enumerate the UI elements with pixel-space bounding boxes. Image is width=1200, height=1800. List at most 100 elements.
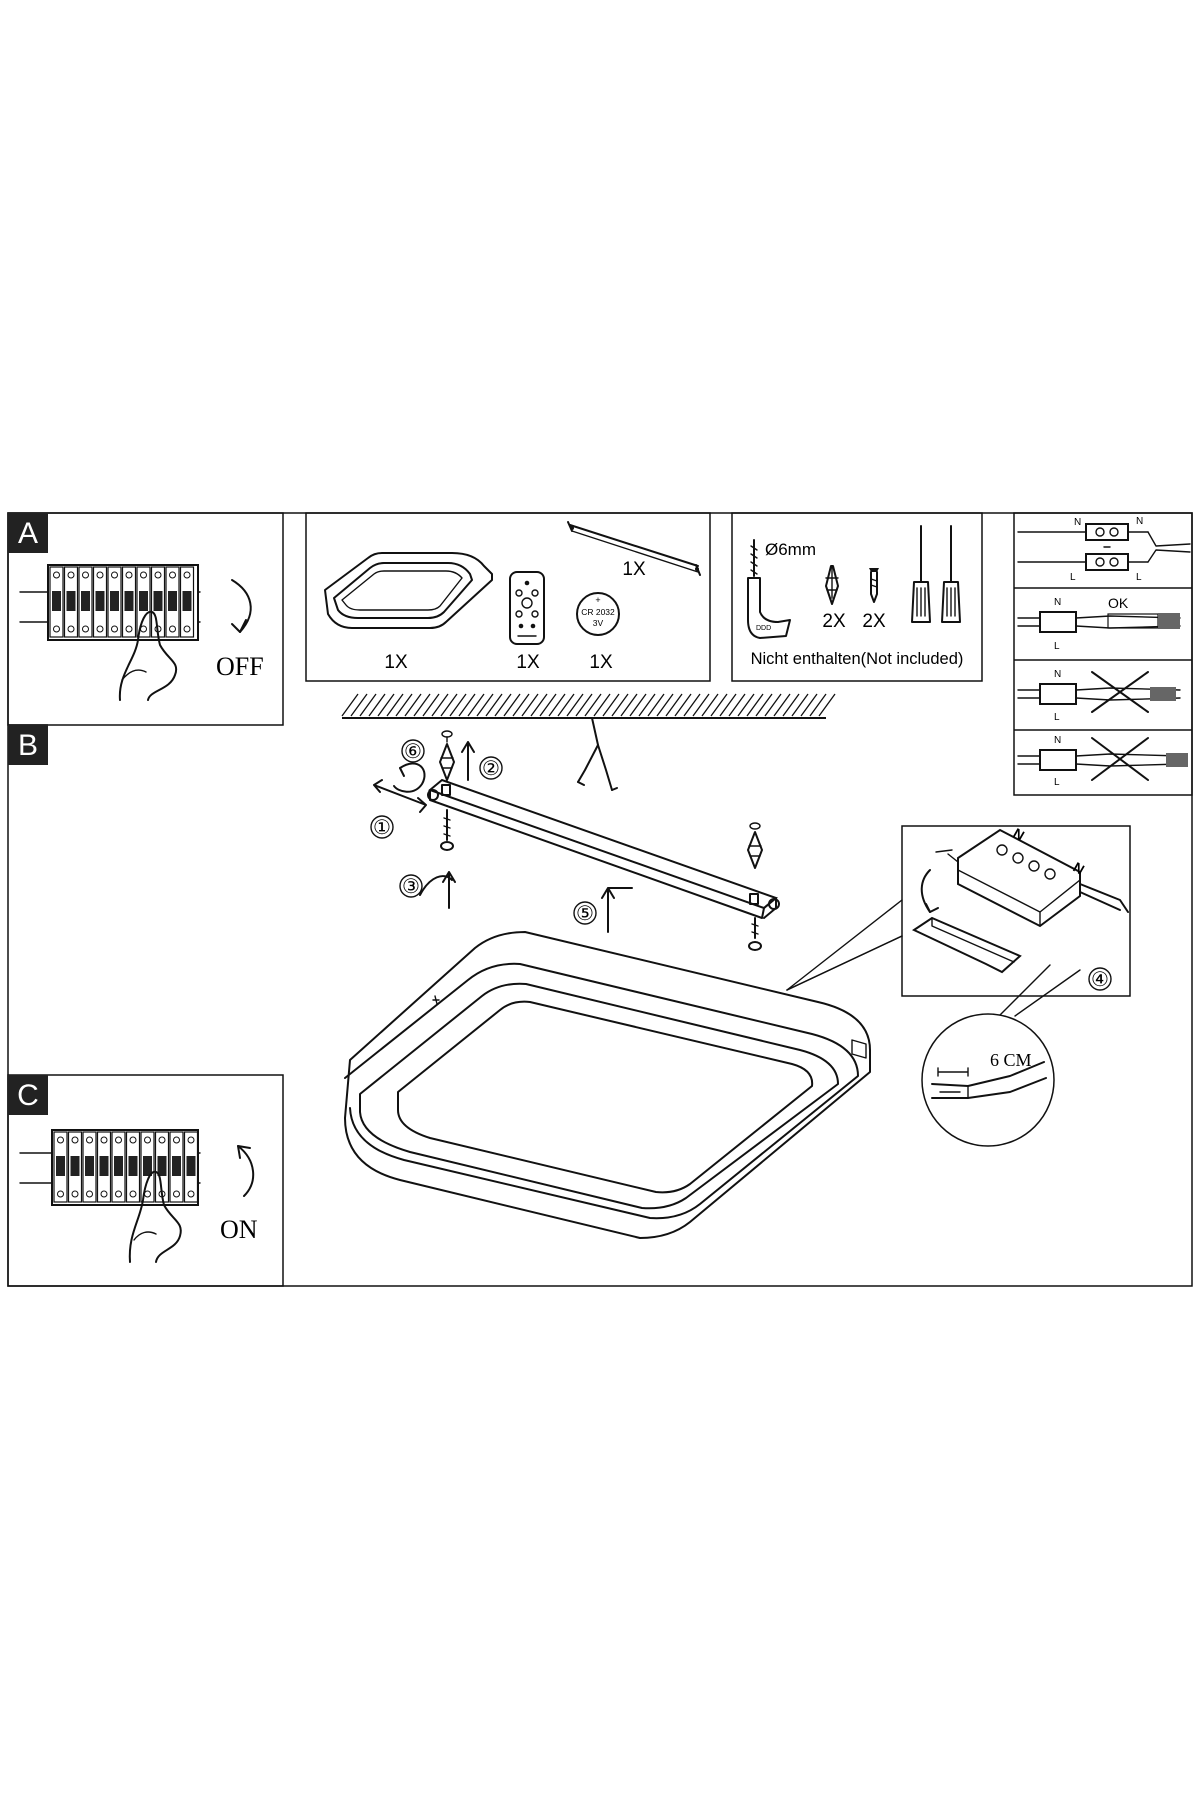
wrong2-l-label: L bbox=[1054, 777, 1060, 788]
correct-l-label: L bbox=[1054, 641, 1060, 652]
lift-arrow-icon bbox=[601, 887, 633, 933]
wall-dowel-right bbox=[747, 822, 763, 869]
wiring-check-column: N N L L N L OK N L bbox=[1013, 512, 1193, 796]
ceiling-lamp bbox=[344, 931, 871, 1239]
screwdriver-flat-icon bbox=[911, 525, 931, 623]
rotate-arrow-icon bbox=[393, 762, 426, 793]
panel-b: B bbox=[8, 724, 48, 765]
ceiling-lamp-icon bbox=[324, 552, 493, 629]
circuit-breaker-icon bbox=[92, 566, 108, 638]
circuit-breaker-icon bbox=[53, 1131, 68, 1203]
mains-cable-icon bbox=[577, 717, 618, 791]
circuit-breaker-icon bbox=[111, 1131, 126, 1203]
circuit-breaker-icon bbox=[179, 566, 195, 638]
svg-text:+: + bbox=[595, 595, 600, 605]
hand-icon bbox=[128, 1170, 182, 1263]
step-markers: ① ② ③ ④ ⑤ ⑥ bbox=[370, 739, 1112, 991]
rotate-arrow-icon bbox=[419, 875, 453, 896]
circuit-breaker-icon bbox=[165, 566, 180, 638]
step-6-marker: ⑥ bbox=[404, 741, 422, 763]
not-included-note: Nicht enthalten(Not included) bbox=[751, 650, 964, 668]
ceiling bbox=[341, 693, 836, 719]
circuit-breaker-icon bbox=[107, 566, 122, 638]
tools-not-included-box: DDD Ø6mm 2X 2X Nicht enthalten(Not inclu… bbox=[731, 512, 983, 682]
remote-control-icon bbox=[509, 571, 545, 645]
arrow-up-icon bbox=[461, 741, 475, 781]
battery-model: CR 2032 bbox=[581, 607, 615, 617]
circuit-breaker-icon bbox=[140, 1131, 155, 1203]
panel-c-letter: C bbox=[17, 1079, 39, 1112]
circuit-breaker-icon bbox=[49, 566, 64, 638]
lamp-bracket-icon bbox=[911, 916, 1022, 974]
drill-bit-size: Ø6mm bbox=[765, 540, 816, 559]
wall-dowel-icon bbox=[825, 565, 839, 605]
double-arrow-icon bbox=[373, 779, 427, 813]
circuit-breaker-icon bbox=[169, 1131, 184, 1203]
wrong1-n-label: N bbox=[1054, 669, 1061, 680]
terminal-l-label: L bbox=[1070, 572, 1076, 583]
circuit-breaker-icon bbox=[78, 566, 93, 638]
turn-off-arrow-icon bbox=[231, 579, 252, 633]
off-label: OFF bbox=[216, 652, 264, 681]
circuit-breaker-icon bbox=[125, 1131, 141, 1203]
step-5-marker: ⑤ bbox=[576, 903, 594, 925]
screw-quantity: 2X bbox=[862, 611, 886, 632]
terminal-block-diagram bbox=[1017, 523, 1191, 571]
lamp-quantity: 1X bbox=[384, 652, 408, 673]
circuit-breaker-icon bbox=[67, 1131, 83, 1203]
screw-right bbox=[748, 917, 762, 951]
battery-voltage: 3V bbox=[593, 618, 604, 628]
circuit-breaker-icon bbox=[82, 1131, 97, 1203]
circuit-breaker-icon bbox=[121, 566, 137, 638]
step-3-marker: ③ bbox=[402, 876, 420, 898]
wire-correct-diagram bbox=[1017, 611, 1181, 633]
wrong1-l-label: L bbox=[1054, 712, 1060, 723]
wire-l-label: L bbox=[1136, 572, 1142, 583]
step-1-marker: ① bbox=[373, 817, 391, 839]
correct-n-label: N bbox=[1054, 597, 1061, 608]
hand-icon bbox=[118, 610, 178, 701]
connector-detail-callout: N N bbox=[786, 825, 1131, 997]
panel-a-letter: A bbox=[18, 517, 38, 550]
screwdriver-phillips-icon bbox=[941, 525, 961, 623]
ok-label: OK bbox=[1108, 595, 1129, 611]
panel-b-letter: B bbox=[18, 729, 38, 762]
battery-quantity: 1X bbox=[589, 652, 613, 673]
breaker-box-on bbox=[19, 1129, 201, 1206]
on-label: ON bbox=[220, 1215, 258, 1244]
cross-icon bbox=[1091, 737, 1149, 781]
circuit-breaker-icon bbox=[63, 566, 79, 638]
svg-text:DDD: DDD bbox=[756, 625, 771, 632]
circuit-breaker-icon bbox=[183, 1131, 199, 1203]
coin-battery-icon: + CR 2032 3V bbox=[576, 592, 620, 636]
dowel-quantity: 2X bbox=[822, 611, 846, 632]
wrong2-n-label: N bbox=[1054, 735, 1061, 746]
package-contents-box: 1X 1X + CR 2032 3V 1X bbox=[305, 512, 711, 682]
circuit-breaker-icon bbox=[96, 1131, 112, 1203]
turn-on-arrow-icon bbox=[237, 1145, 255, 1197]
circuit-breaker-icon bbox=[136, 566, 151, 638]
wire-n-label: N bbox=[1136, 516, 1143, 527]
breaker-box-off bbox=[19, 564, 201, 641]
wall-dowel-left bbox=[439, 730, 455, 781]
terminal-connector-icon bbox=[957, 828, 1081, 928]
circuit-breaker-icon bbox=[154, 1131, 170, 1203]
panel-c: C ON bbox=[7, 1074, 284, 1287]
remote-quantity: 1X bbox=[516, 652, 540, 673]
mounting-bracket-icon bbox=[567, 521, 701, 576]
screw-left bbox=[440, 809, 454, 851]
mounting-bracket bbox=[427, 778, 780, 919]
terminal-n-label: N bbox=[1074, 517, 1081, 528]
drill-icon: DDD bbox=[747, 539, 791, 639]
panel-a: A OFF bbox=[7, 512, 284, 726]
wire-strip-callout: 6 CM bbox=[921, 964, 1081, 1147]
step-2-marker: ② bbox=[482, 758, 500, 780]
circuit-breaker-icon bbox=[150, 566, 166, 638]
wire-wrong-diagram-2 bbox=[1017, 737, 1188, 781]
step-4-marker: ④ bbox=[1091, 969, 1109, 991]
bracket-quantity: 1X bbox=[622, 559, 646, 580]
strip-length-label: 6 CM bbox=[990, 1050, 1032, 1070]
wire-wrong-diagram-1 bbox=[1017, 671, 1181, 713]
cross-icon bbox=[1091, 671, 1149, 713]
